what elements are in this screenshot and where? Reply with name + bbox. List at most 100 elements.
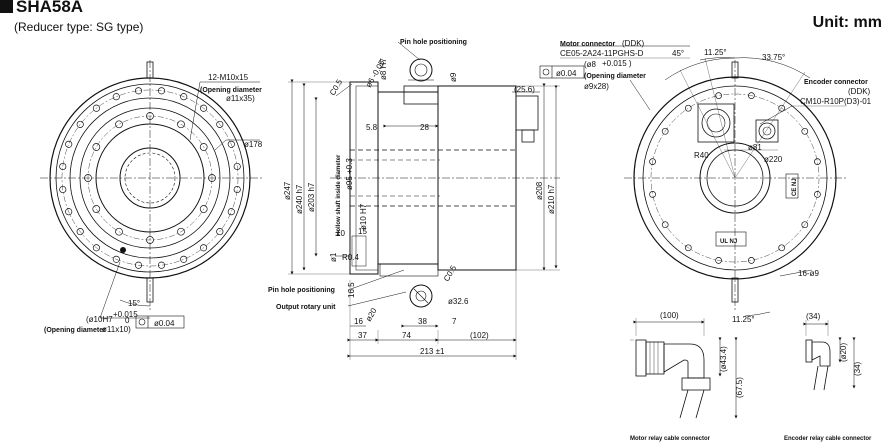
outer-bolt-hole <box>134 87 143 95</box>
rear-bolt-holes <box>649 92 821 264</box>
rear-bolt-hole <box>684 104 692 112</box>
motor-relay-dia-43: (ø43.4) <box>719 346 728 372</box>
rear-bolt-hole <box>715 92 722 99</box>
outer-bolt-hole <box>76 120 84 128</box>
outer-bolt-holes <box>59 87 241 269</box>
angle-45: 45° <box>672 49 684 58</box>
vertical-dimension: ø210 h7 <box>547 184 556 214</box>
title-marker <box>0 0 13 13</box>
radius-40: R40 <box>694 151 709 160</box>
rear-bolt-hole <box>684 244 692 252</box>
pin-hole-positioning-top: Pin hole positioning <box>400 39 467 46</box>
outer-bolt-hole <box>180 93 188 101</box>
opening-diameter-value-bottom: ø11x10) <box>102 325 131 334</box>
outer-bolt-hole <box>157 261 166 269</box>
inner-bolt-hole <box>146 236 154 244</box>
angle-11-25-top: 11.25° <box>704 48 727 57</box>
encoder-relay-dim-34v: (34) <box>853 361 862 376</box>
top-dimension: ø9 <box>449 72 458 82</box>
encoder-connector-model: CM10-R10P(D3)-01 <box>800 97 872 106</box>
bottom-dimension: 10 <box>336 229 345 238</box>
bottom-dimension: ø1 <box>329 252 338 262</box>
pin-hole-positioning-bottom: Pin hole positioning <box>268 287 335 294</box>
top-dimension: C0.5 <box>328 77 345 97</box>
top-dimension: ø8 H7 <box>379 58 388 80</box>
motor-relay-dim-67: (67.5) <box>735 377 744 398</box>
bottom-dimension: 213 ±1 <box>420 347 445 356</box>
inner-bolt-hole <box>92 143 101 151</box>
tolerance-value-left: ø0.04 <box>154 319 175 328</box>
outer-bolt-hole <box>200 104 208 112</box>
outer-bolt-hole <box>227 208 235 216</box>
rear-bolt-hole <box>748 92 755 99</box>
bottom-dimension: C0.5 <box>442 263 459 283</box>
diameter-81: ø81 <box>748 143 762 152</box>
outer-bolt-hole <box>65 140 73 148</box>
rear-bolt-hole <box>801 221 809 229</box>
connector-dia-8-tolerance: +0.015 ) <box>602 59 632 68</box>
outer-bolt-hole <box>59 162 67 171</box>
diameter-220: ø220 <box>764 155 783 164</box>
angle-11-25-bottom: 11.25° <box>732 315 755 324</box>
hole-tolerance: +0.015 <box>113 310 138 319</box>
vertical-dimension: ø208 <box>535 181 544 200</box>
opening-diameter-label-bottom: (Opening diameter <box>44 327 106 334</box>
outer-bolt-hole <box>65 208 73 216</box>
pin-hole-mark <box>120 247 126 253</box>
rear-bolt-hole <box>778 104 786 112</box>
rear-bolt-hole <box>649 191 656 198</box>
vertical-dimension: ø203 h7 <box>307 182 316 212</box>
rear-bolt-hole <box>778 244 786 252</box>
angle-33-75: 33.75° <box>762 53 785 62</box>
inner-bolt-hole <box>146 112 154 120</box>
top-dimension: 5.8 <box>366 123 378 132</box>
bottom-dimension: 74 <box>402 331 411 340</box>
bottom-dimension: (102) <box>470 331 489 340</box>
ce-mark: CE NJ <box>792 178 798 196</box>
encoder-connector-tag: (DDK) <box>848 87 871 96</box>
inner-bolt-holes <box>84 112 216 244</box>
opening-diameter-label-top: (Opening diameter <box>200 87 262 94</box>
outer-bolt-hole <box>112 93 120 101</box>
outer-bolt-hole <box>227 140 235 148</box>
motor-connector-tag: (DDK) <box>622 39 645 48</box>
motor-connector-callout <box>539 45 690 111</box>
unit-label: Unit: mm <box>812 14 882 31</box>
outer-bolt-hole <box>76 228 84 236</box>
bottom-dimension: 16.5 <box>347 282 356 298</box>
vertical-dimension: ø10 H7 <box>359 203 368 230</box>
bottom-dimension: ø20 <box>364 306 379 323</box>
encoder-relay-caption: Encoder relay cable connector <box>784 436 872 442</box>
page-subtitle: (Reducer type: SG type) <box>14 20 144 34</box>
side-section-view <box>288 41 560 360</box>
motor-connector-label: Motor connector <box>560 41 615 48</box>
motor-relay-connector <box>630 318 738 419</box>
rear-bolt-hole <box>748 257 755 264</box>
outer-bolt-hole <box>216 120 224 128</box>
outer-bolt-hole <box>134 261 143 269</box>
outer-bolt-hole <box>200 244 208 252</box>
outer-bolt-hole <box>216 228 224 236</box>
inner-bolt-hole <box>177 227 185 236</box>
bottom-dimension: R0.4 <box>342 253 359 262</box>
inner-bolt-hole <box>199 143 208 151</box>
encoder-relay-connector <box>803 320 856 391</box>
outer-bolt-hole <box>92 104 100 112</box>
outer-bolt-hole <box>180 255 188 263</box>
diameter-178: ø178 <box>244 140 263 149</box>
outer-bolt-hole <box>157 87 166 95</box>
vertical-dimension: ø95 +0.3 <box>345 158 354 190</box>
angle-15: 15° <box>128 299 140 308</box>
inner-bolt-hole <box>177 120 185 129</box>
rear-holes-spec: 16-ø9 <box>798 269 819 278</box>
rear-bolt-hole <box>715 257 722 264</box>
connector-opening-value: ø9x28) <box>584 82 609 91</box>
bottom-dimension: 15 <box>358 227 367 236</box>
ul-mark: UL NJ <box>720 239 737 245</box>
outer-bolt-hole <box>233 162 241 171</box>
inner-bolt-hole <box>199 205 208 213</box>
connector-opening-label: (Opening diameter <box>584 73 646 80</box>
hollow-shaft-label: Hollow shaft inside diameter <box>336 154 342 236</box>
bottom-dimension: 7 <box>452 317 457 326</box>
